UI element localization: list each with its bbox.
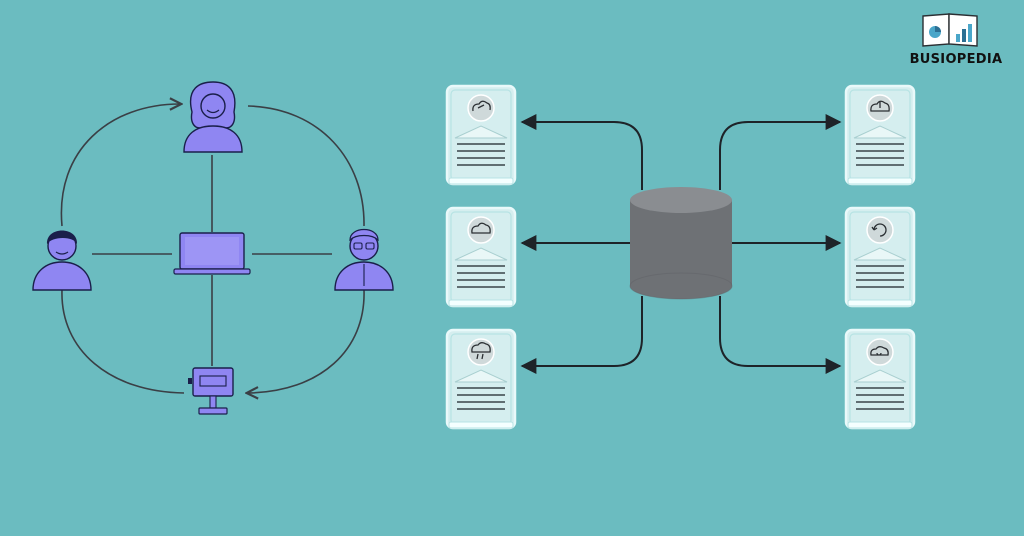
open-book-chart-icon <box>922 13 978 47</box>
server-card-right-2 <box>844 206 916 308</box>
cloud-sync-icon <box>472 100 491 112</box>
connector-db-left-top <box>520 114 643 190</box>
cloud-download-icon <box>870 100 890 112</box>
cloud-rain-icon <box>471 342 491 360</box>
right-network <box>445 84 916 430</box>
cloud-icon <box>471 222 491 234</box>
arc-top-to-right <box>247 105 365 227</box>
server-card-left-3 <box>445 328 517 430</box>
brand-logo-spacer <box>896 10 1016 50</box>
connector-db-right-bottom <box>719 296 842 374</box>
cloud-refresh-icon <box>871 223 887 237</box>
laptop-icon <box>173 232 251 275</box>
cloud-link-icon <box>870 346 889 356</box>
monitor-icon <box>188 367 234 415</box>
connector-db-left-bottom <box>520 296 643 374</box>
arc-right-to-bottom <box>248 289 365 393</box>
server-card-left-1 <box>445 84 517 186</box>
brand-name: BUSIOPEDIA <box>909 52 1003 67</box>
server-card-left-2 <box>445 206 517 308</box>
arc-left-to-top <box>60 104 180 227</box>
woman-avatar-icon <box>183 81 243 153</box>
man-with-glasses-avatar-icon <box>334 228 394 291</box>
left-network <box>32 81 394 415</box>
server-card-right-1 <box>844 84 916 186</box>
arc-left-to-bottom <box>61 289 185 394</box>
brand: BUSIOPEDIA <box>896 10 1016 67</box>
server-card-right-3 <box>844 328 916 430</box>
man-avatar-icon <box>32 230 92 291</box>
database-cylinder-icon <box>629 187 733 300</box>
connector-db-right-top <box>719 114 842 190</box>
